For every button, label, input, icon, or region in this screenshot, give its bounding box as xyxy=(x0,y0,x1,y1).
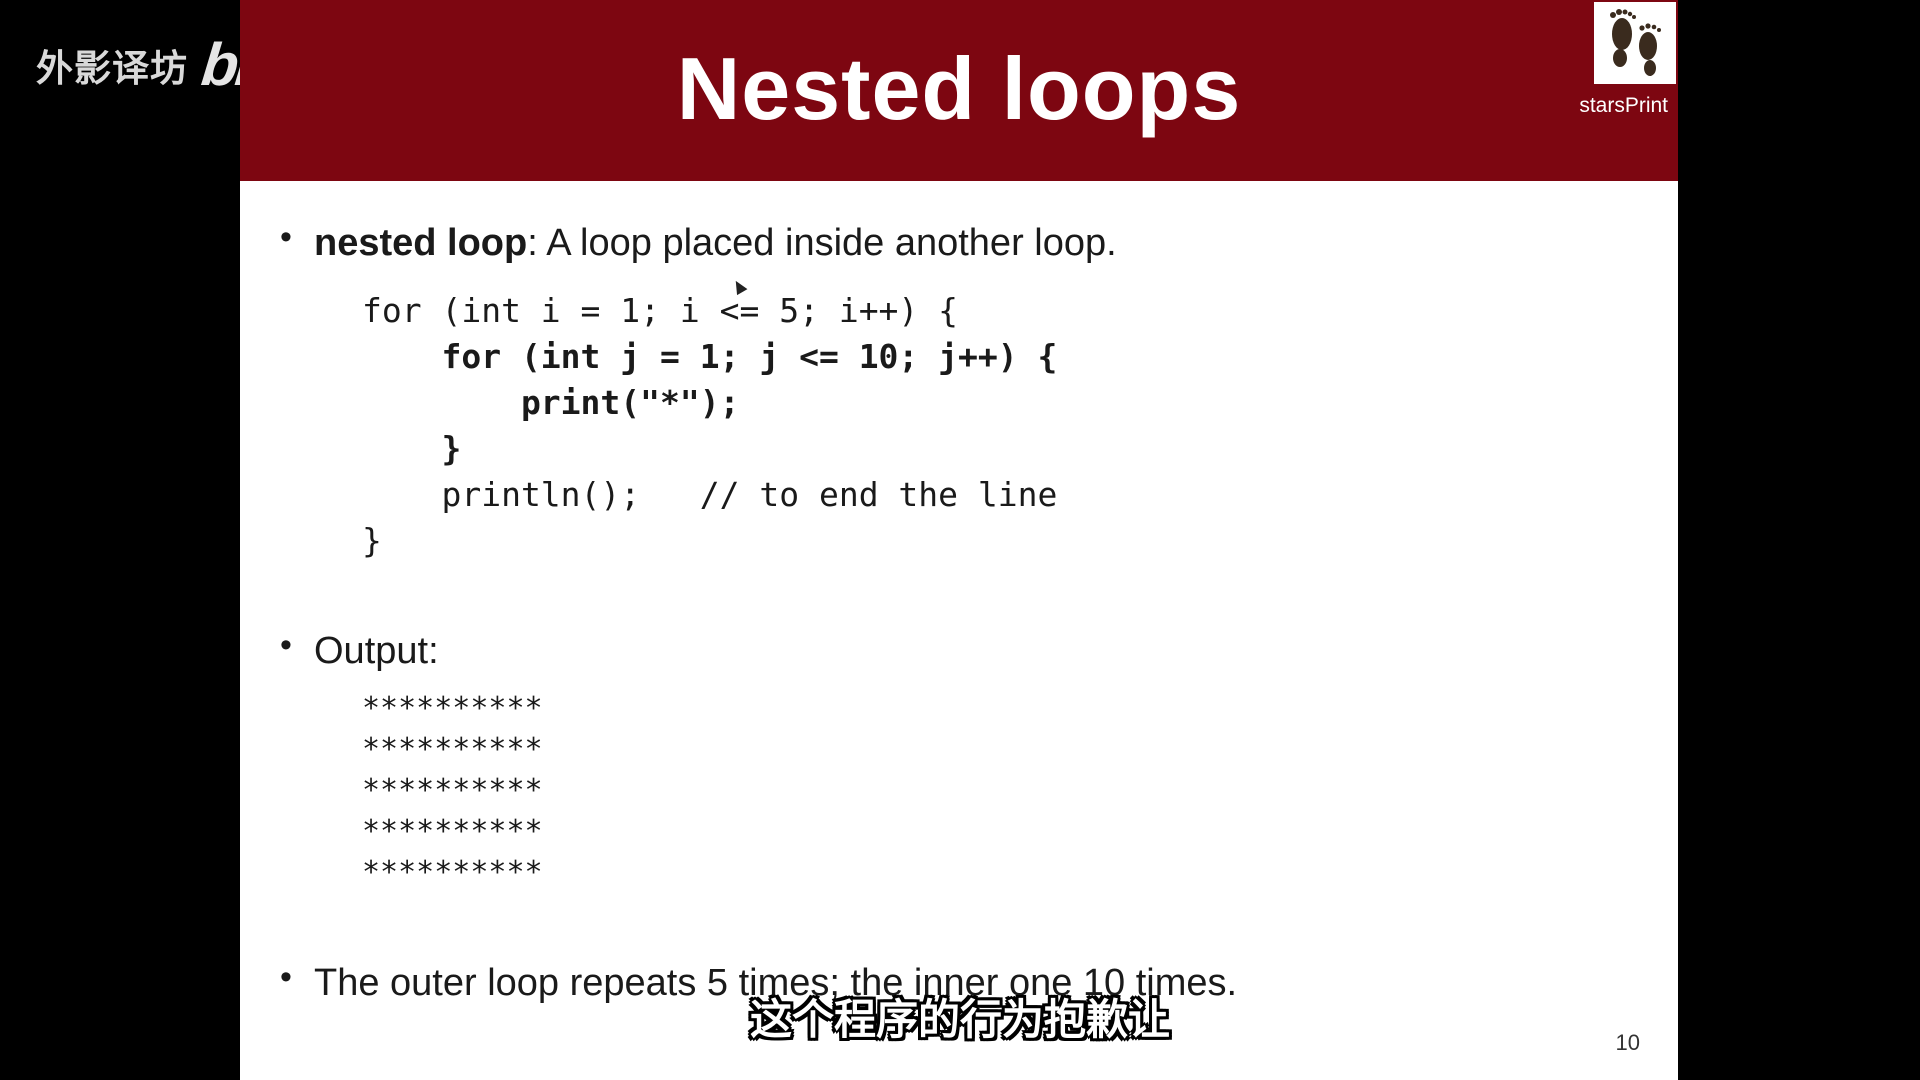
output-line: ********** xyxy=(362,773,543,808)
code-line: println(); // to end the line xyxy=(362,475,1058,514)
summary-text: The outer loop repeats 5 times; the inne… xyxy=(314,962,1238,1004)
channel-watermark: 外影译坊 bilibili xyxy=(36,30,355,99)
bullet-summary: • The outer loop repeats 5 times; the in… xyxy=(280,958,1238,1005)
slide-header: Nested loops xyxy=(240,0,1678,181)
output-label: Output: xyxy=(314,630,439,672)
bullet-text: nested loop: A loop placed inside anothe… xyxy=(314,222,1117,265)
code-line: for (int i = 1; i <= 5; i++) { xyxy=(362,291,959,330)
subtitle-caption: 这个程序的行为抱歉让 xyxy=(749,995,1170,1044)
output-line: ********** xyxy=(362,732,543,767)
output-line: ********** xyxy=(362,814,543,849)
code-line: } xyxy=(362,429,462,468)
code-line: print("*"); xyxy=(362,383,740,422)
slide-title: Nested loops xyxy=(676,39,1242,138)
bullet-definition: • nested loop: A loop placed inside anot… xyxy=(280,218,1117,265)
watermark-text: 外影译坊 xyxy=(36,46,188,90)
page-number: 10 xyxy=(1615,1030,1640,1055)
logo-label: starsPrint xyxy=(1579,94,1668,117)
bullet-dot-icon: • xyxy=(280,958,292,996)
output-block: ********** ********** ********** **********… xyxy=(362,688,543,893)
output-line: ********** xyxy=(362,691,543,726)
slide: Nested loops xyxy=(240,0,1678,1080)
bullet-output: • Output: xyxy=(280,626,439,673)
output-line: ********** xyxy=(362,855,543,890)
bullet-dot-icon: • xyxy=(280,626,292,664)
code-line: } xyxy=(362,521,382,560)
definition: : A loop placed inside another loop. xyxy=(527,222,1117,264)
footprint-logo-icon xyxy=(1594,2,1676,84)
term: nested loop xyxy=(314,222,528,264)
bullet-dot-icon: • xyxy=(280,218,292,256)
code-line: for (int j = 1; j <= 10; j++) { xyxy=(362,337,1058,376)
code-block: for (int i = 1; i <= 5; i++) { for (int … xyxy=(362,288,1057,564)
